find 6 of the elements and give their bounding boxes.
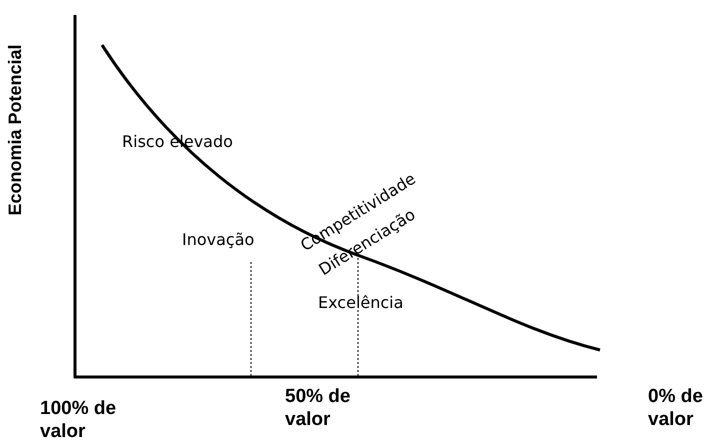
axis-tick-label: 50% de valor	[285, 386, 352, 432]
axis-tick-label: 0% de valor	[648, 386, 704, 432]
region-label: Inovação	[182, 230, 254, 250]
region-label: Excelência	[318, 293, 404, 312]
axis-title: Economia Potencial	[5, 44, 26, 216]
axis-tick-label: 100% de valor	[40, 398, 118, 444]
